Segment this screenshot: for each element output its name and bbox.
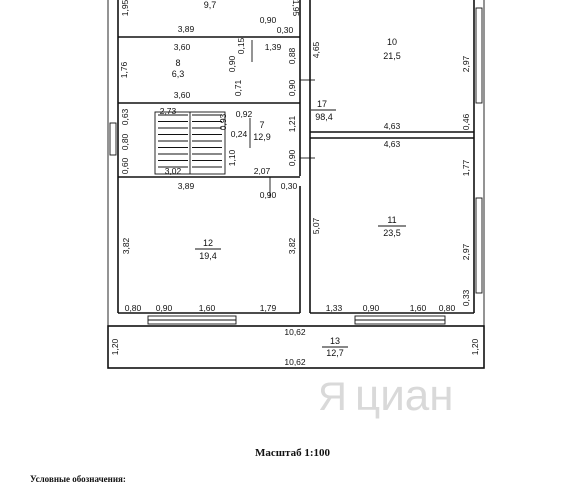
- window-room10: [475, 7, 483, 104]
- dim-label: 1,60: [199, 303, 216, 313]
- dim-label: 3,89: [178, 24, 195, 34]
- room-10-number: 10: [387, 37, 397, 47]
- room-12-number: 12: [203, 238, 213, 248]
- dim-label: 1,21: [287, 115, 297, 132]
- dim-label: 1,79: [260, 303, 277, 313]
- room-7-number: 7: [259, 120, 264, 130]
- room-17-number: 17: [317, 99, 327, 109]
- dim-label: 1,76: [119, 61, 129, 78]
- dim-label: 2,73: [160, 106, 177, 116]
- room-10-area: 21,5: [383, 51, 401, 61]
- window-room7: [109, 122, 117, 156]
- dim-label: 0,90: [260, 15, 277, 25]
- watermark-text: циан: [355, 371, 454, 420]
- doors: [249, 40, 315, 198]
- room-17-area: 98,4: [315, 112, 333, 122]
- dim-label: 0,90: [227, 55, 237, 72]
- watermark-logo-icon: Я: [318, 375, 347, 419]
- room-7-area: 12,9: [253, 132, 271, 142]
- dim-label: 1,95: [120, 0, 130, 16]
- dim-label: 0,63: [120, 108, 130, 125]
- dim-label: 0,71: [233, 79, 243, 96]
- room-9-area: 9,7: [204, 0, 217, 10]
- dim-label: 1,60: [410, 303, 427, 313]
- dim-label: 0,80: [125, 303, 142, 313]
- dim-label: 2,07: [254, 166, 271, 176]
- dim-label: 0,90: [287, 79, 297, 96]
- window-room11-side: [475, 197, 483, 294]
- dim-label: 0,46: [461, 113, 471, 130]
- room-11-number: 11: [387, 215, 396, 225]
- dim-label: 4,63: [384, 139, 401, 149]
- room-8-area: 6,3: [172, 69, 185, 79]
- room-12-area: 19,4: [199, 251, 217, 261]
- dim-label: 0,92: [236, 109, 253, 119]
- dim-label: 0,60: [120, 157, 130, 174]
- dim-label: 0,33: [461, 289, 471, 306]
- dimension-labels: 3,89 0,90 0,30 3,60 1,39 3,60 2,73 0,92 …: [125, 15, 456, 367]
- dim-label: 0,15: [236, 37, 246, 54]
- stair-steps: [158, 114, 222, 168]
- dim-label: 2,97: [461, 243, 471, 260]
- dim-label: 0,90: [156, 303, 173, 313]
- room-labels: 9,7 8 6,3 7 12,9 10 21,5 17 98,4 11 23,5…: [172, 0, 406, 358]
- dim-label: 0,90: [287, 149, 297, 166]
- dim-label: 2,97: [461, 55, 471, 72]
- terrace-outline: [107, 325, 485, 369]
- dim-label: 5,07: [311, 217, 321, 234]
- dim-label: 1,95: [291, 0, 301, 17]
- dim-label: 0,30: [281, 181, 298, 191]
- dim-label: 4,63: [384, 121, 401, 131]
- legend-caption: Условные обозначения:: [30, 474, 126, 484]
- dim-label: 0,88: [287, 47, 297, 64]
- dim-label: 3,89: [178, 181, 195, 191]
- dim-label: 1,39: [265, 42, 282, 52]
- dim-label: 10,62: [284, 327, 306, 337]
- dim-label: 1,10: [227, 149, 237, 166]
- room-8-number: 8: [175, 58, 180, 68]
- windows: [109, 7, 483, 325]
- dim-label: 3,02: [165, 166, 182, 176]
- room-13-area: 12,7: [326, 348, 344, 358]
- walls: [107, 0, 485, 369]
- room-13-number: 13: [330, 336, 340, 346]
- room-11-area: 23,5: [383, 228, 401, 238]
- scale-caption: Масштаб 1:100: [254, 447, 330, 459]
- dim-label: 10,62: [284, 357, 306, 367]
- dim-label: 0,30: [277, 25, 294, 35]
- staircase: [154, 111, 226, 175]
- dim-label: 1,20: [110, 338, 120, 355]
- dim-label: 3,82: [287, 237, 297, 254]
- dim-label: 0,80: [439, 303, 456, 313]
- dim-label: 0,80: [120, 133, 130, 150]
- dim-label: 0,90: [363, 303, 380, 313]
- dimension-labels-vertical: 1,95 1,95 0,15 1,76 0,90 0,71 4,65 0,88 …: [110, 0, 480, 355]
- watermark: Я циан: [318, 371, 454, 420]
- dim-label: 0,24: [231, 129, 248, 139]
- dim-label: 1,77: [461, 159, 471, 176]
- dim-label: 1,33: [326, 303, 343, 313]
- dim-label: 0,90: [260, 190, 277, 200]
- dim-label: 3,82: [121, 237, 131, 254]
- dim-label: 3,60: [174, 42, 191, 52]
- dim-label: 3,60: [174, 90, 191, 100]
- dim-label: 1,20: [470, 338, 480, 355]
- dim-label: 4,65: [311, 41, 321, 58]
- dim-label: 0,93: [218, 113, 228, 130]
